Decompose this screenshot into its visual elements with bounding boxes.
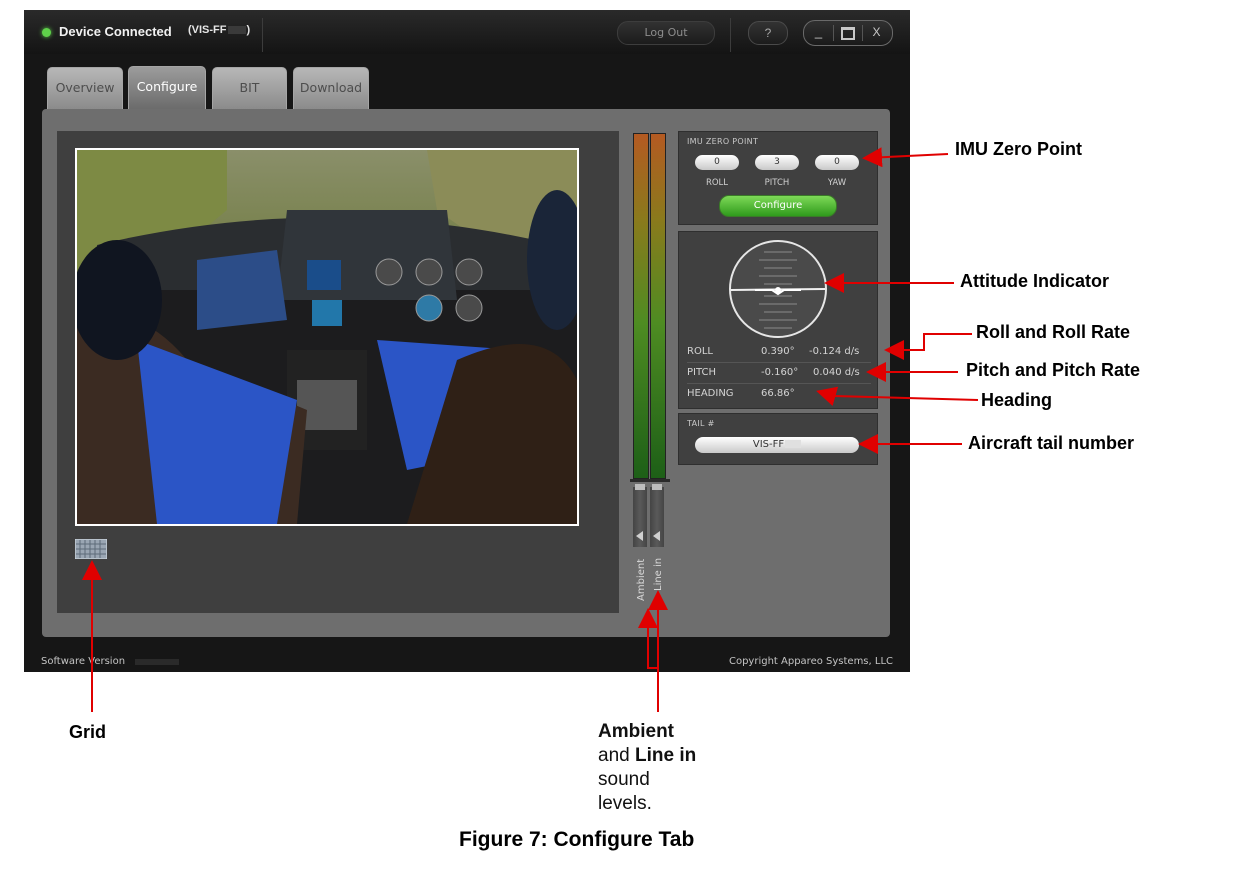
- imu-yaw-label: YAW: [827, 178, 847, 188]
- tail-number-value: VIS-FF: [752, 439, 785, 450]
- callout-attitude-indicator: Attitude Indicator: [960, 271, 1109, 291]
- status-footer: Software Version Copyright Appareo Syste…: [24, 651, 910, 672]
- connection-status-text: Device Connected: [59, 24, 172, 39]
- imu-roll-label: ROLL: [705, 178, 729, 188]
- device-id-close: ): [246, 24, 251, 36]
- divider: [262, 18, 263, 52]
- roll-label: ROLL: [687, 346, 713, 357]
- line-in-level-meter: [650, 133, 666, 479]
- ambient-note-line1: Ambient: [598, 721, 674, 742]
- meter-divider: [630, 479, 670, 482]
- connection-status-indicator: [42, 28, 51, 37]
- tail-number-redacted: [785, 440, 802, 448]
- ambient-note-line-in: Line in: [634, 745, 697, 766]
- callout-grid: Grid: [69, 722, 107, 742]
- telemetry-roll-row: ROLL 0.390° -0.124 d/s: [687, 342, 871, 363]
- imu-yaw-input[interactable]: 0: [815, 155, 859, 170]
- ambient-note-and: and: [598, 745, 630, 766]
- roll-rate-arrow: [884, 333, 972, 360]
- callout-tail-number: Aircraft tail number: [968, 433, 1135, 453]
- close-button[interactable]: X: [872, 25, 881, 39]
- software-version-label: Software Version: [41, 656, 126, 667]
- ambient-note-levels: levels.: [598, 793, 652, 814]
- tab-bit[interactable]: BIT: [212, 67, 287, 109]
- cockpit-video-feed: [75, 148, 579, 526]
- line-in-speaker-icon: [653, 531, 660, 541]
- tab-download[interactable]: Download: [293, 67, 369, 109]
- imu-zero-point-panel: IMU ZERO POINT 0 3 0 ROLL PITCH YAW Conf…: [678, 131, 878, 225]
- pitch-value: -0.160°: [761, 367, 799, 378]
- ambient-level-meter: [633, 133, 649, 479]
- tab-overview[interactable]: Overview: [47, 67, 123, 109]
- heading-value: 66.86°: [761, 388, 795, 399]
- roll-rate-value: -0.124 d/s: [809, 346, 860, 357]
- imu-pitch-label: PITCH: [764, 178, 790, 188]
- tail-number-panel: TAIL # VIS-FF: [678, 413, 878, 465]
- divider: [730, 18, 731, 52]
- callout-pitch-rate: Pitch and Pitch Rate: [966, 360, 1141, 380]
- grid-icon: [74, 538, 108, 560]
- tail-number-title: TAIL #: [687, 419, 715, 428]
- attitude-panel: ROLL 0.390° -0.124 d/s PITCH -0.160° 0.0…: [678, 231, 878, 409]
- minimize-button[interactable]: _: [814, 24, 823, 39]
- configure-button[interactable]: Configure: [719, 195, 837, 217]
- window-controls: _ X: [803, 20, 893, 46]
- copyright-text: Copyright Appareo Systems, LLC: [728, 656, 893, 667]
- ambient-note-sound: sound: [598, 769, 650, 790]
- heading-arrow: [816, 386, 979, 407]
- device-id-redacted: [227, 26, 246, 35]
- maximize-button[interactable]: [833, 21, 862, 45]
- callout-roll-rate: Roll and Roll Rate: [976, 322, 1131, 342]
- figure-caption: Figure 7: Configure Tab: [459, 828, 695, 851]
- logout-button[interactable]: Log Out: [617, 21, 715, 45]
- ambient-slider-knob[interactable]: [635, 484, 645, 490]
- imu-pitch-input[interactable]: 3: [755, 155, 799, 170]
- title-bar: Device Connected (VIS-FF) Log Out ? _ X: [24, 10, 910, 54]
- telemetry-pitch-row: PITCH -0.160° 0.040 d/s: [687, 363, 871, 384]
- device-id-text: (VIS-FF: [188, 24, 227, 36]
- video-panel: [57, 131, 619, 613]
- device-id-label: (VIS-FF): [188, 24, 250, 36]
- telemetry-heading-row: HEADING 66.86°: [687, 384, 871, 404]
- callout-imu-zero-point: IMU Zero Point: [955, 139, 1082, 159]
- imu-zero-point-arrow: [862, 147, 949, 168]
- line-in-slider-knob[interactable]: [652, 484, 662, 490]
- pitch-rate-value: 0.040 d/s: [813, 367, 860, 378]
- attitude-indicator: [729, 240, 827, 338]
- callout-heading: Heading: [981, 390, 1053, 410]
- app-window: Device Connected (VIS-FF) Log Out ? _ X …: [24, 10, 910, 672]
- cockpit-video-image: [77, 150, 577, 524]
- ambient-arrow: [638, 608, 659, 712]
- grid-button[interactable]: [74, 538, 108, 560]
- pitch-label: PITCH: [687, 367, 717, 378]
- callout-sound-levels: Ambient and Line in sound levels.: [598, 720, 696, 816]
- heading-label: HEADING: [687, 388, 734, 399]
- tab-configure[interactable]: Configure: [128, 66, 206, 110]
- software-version-redacted: [135, 659, 179, 665]
- imu-roll-input[interactable]: 0: [695, 155, 739, 170]
- ambient-speaker-icon: [636, 531, 643, 541]
- maximize-icon: [840, 27, 855, 40]
- help-button[interactable]: ?: [748, 21, 788, 45]
- configure-content: Ambient Line in IMU ZERO POINT 0 3 0 ROL…: [42, 109, 890, 637]
- imu-zero-point-title: IMU ZERO POINT: [687, 137, 759, 146]
- roll-value: 0.390°: [761, 346, 795, 357]
- tail-number-input[interactable]: VIS-FF: [695, 437, 859, 453]
